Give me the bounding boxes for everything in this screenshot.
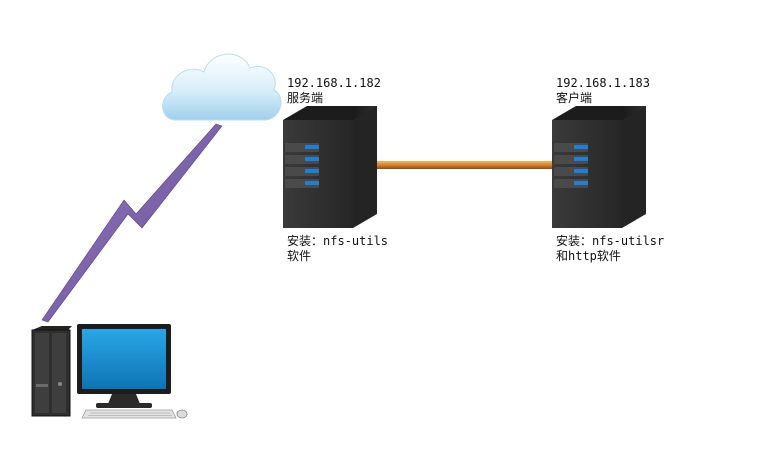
link-cable: [376, 161, 554, 169]
pc-tower: [31, 326, 72, 417]
server-tower-icon: [283, 106, 377, 228]
desktop-computer-icon: [31, 324, 188, 419]
client-ip-label: 192.168.1.183: [556, 76, 650, 90]
server-ip-label: 192.168.1.182: [287, 76, 381, 90]
server-install-label: 安装：nfs-utils: [287, 234, 389, 248]
client-install-label: 安装：nfs-utilsr: [556, 234, 665, 248]
monitor: [77, 324, 171, 408]
client-install-label-2: 和http软件: [556, 249, 621, 263]
lightning-link-icon: [41, 123, 223, 323]
drive-bays: [554, 143, 588, 188]
server-role-label: 服务端: [287, 91, 324, 105]
client-role-label: 客户端: [556, 91, 593, 105]
server-install-label-2: 软件: [287, 249, 312, 263]
drive-bays: [285, 143, 319, 188]
client-tower-icon: [552, 106, 646, 228]
keyboard: [81, 409, 177, 419]
mouse: [176, 409, 188, 419]
cloud-icon: [162, 53, 282, 121]
